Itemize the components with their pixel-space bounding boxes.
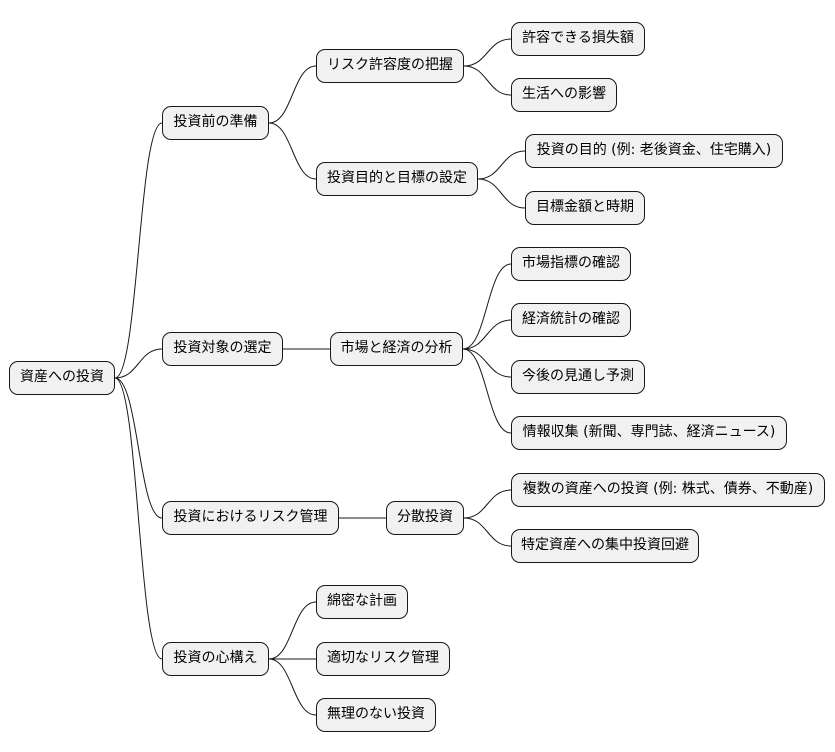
- topic-node: 綿密な計画: [316, 585, 408, 619]
- leaf-node: 今後の見通し予測: [511, 360, 645, 394]
- leaf-node: 許容できる損失額: [511, 22, 645, 56]
- connector-line: [463, 65, 512, 96]
- topic-node: リスク許容度の把握: [316, 49, 464, 83]
- leaf-node: 経済統計の確認: [511, 303, 631, 337]
- leaf-node: 生活への影響: [511, 78, 617, 112]
- connector-line: [477, 150, 526, 180]
- connector-line: [268, 65, 317, 124]
- connector-line: [114, 377, 163, 519]
- branch-node: 投資前の準備: [162, 106, 269, 140]
- branch-node: 投資対象の選定: [162, 332, 283, 366]
- connector-line: [477, 178, 526, 209]
- connector-line: [268, 658, 317, 716]
- topic-node: 分散投資: [386, 501, 464, 535]
- leaf-node: 情報収集 (新聞、専門誌、経済ニュース): [511, 416, 787, 450]
- connector-line: [114, 348, 163, 379]
- leaf-node: 特定資産への集中投資回避: [511, 529, 699, 563]
- connector-line: [462, 263, 512, 350]
- connector-line: [268, 601, 317, 660]
- connector-line: [463, 38, 512, 67]
- connector-line: [114, 377, 163, 660]
- connector-line: [462, 348, 512, 434]
- connector-line: [114, 122, 163, 379]
- leaf-node: 市場指標の確認: [511, 247, 631, 281]
- connector-line: [268, 122, 317, 180]
- connector-line: [463, 517, 512, 547]
- connector-line: [462, 348, 512, 378]
- topic-node: 適切なリスク管理: [316, 642, 450, 676]
- connector-line: [463, 489, 512, 519]
- topic-node: 無理のない投資: [316, 698, 436, 732]
- leaf-node: 目標金額と時期: [525, 191, 645, 225]
- branch-node: 投資の心構え: [162, 642, 269, 676]
- topic-node: 投資目的と目標の設定: [316, 162, 478, 196]
- leaf-node: 複数の資産への投資 (例: 株式、債券、不動産): [511, 473, 825, 507]
- topic-node: 市場と経済の分析: [330, 332, 463, 366]
- branch-node: 投資におけるリスク管理: [162, 501, 339, 535]
- root-node: 資産への投資: [9, 361, 115, 395]
- connector-line: [462, 319, 512, 350]
- leaf-node: 投資の目的 (例: 老後資金、住宅購入): [525, 134, 783, 168]
